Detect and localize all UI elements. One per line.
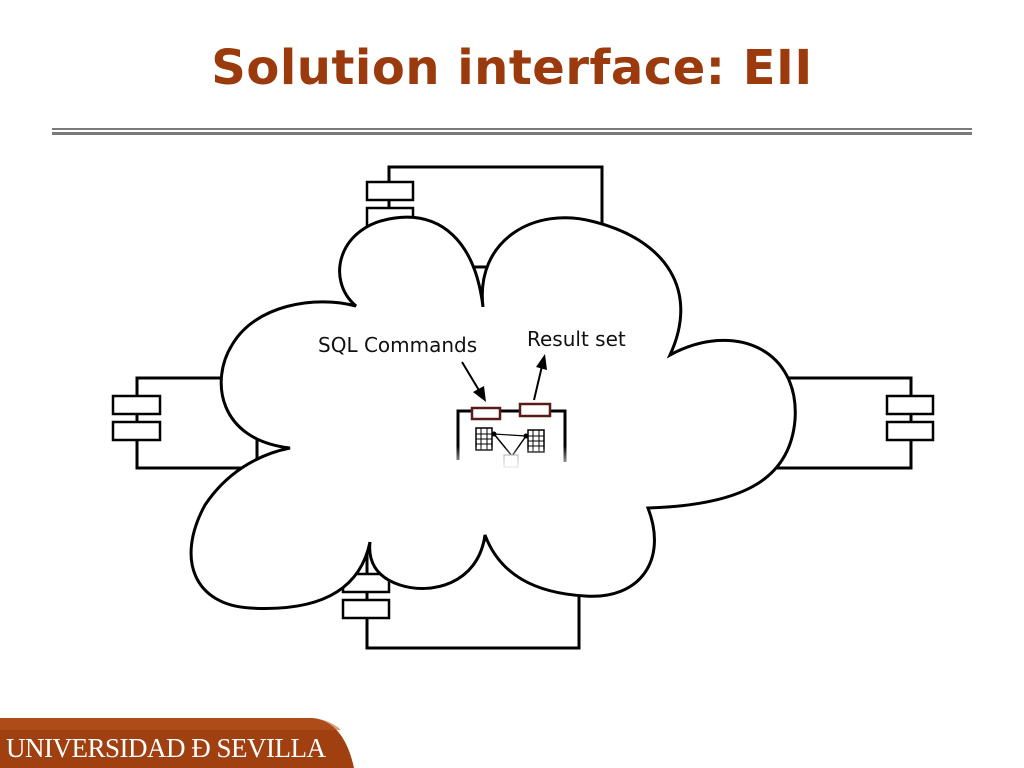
- title-divider-bottom: [52, 132, 972, 135]
- sql-commands-arrow: [461, 361, 486, 402]
- sql-commands-label: SQL Commands: [318, 333, 477, 357]
- slide-title: Solution interface: EII: [211, 40, 813, 96]
- university-logo-text: UNIVERSIDAD Ð SEVILLA: [6, 733, 326, 763]
- result-set-arrow: [533, 354, 547, 401]
- integration-engine: [452, 402, 572, 474]
- title-divider-top: [52, 128, 972, 130]
- result-set-label: Result set: [527, 327, 626, 351]
